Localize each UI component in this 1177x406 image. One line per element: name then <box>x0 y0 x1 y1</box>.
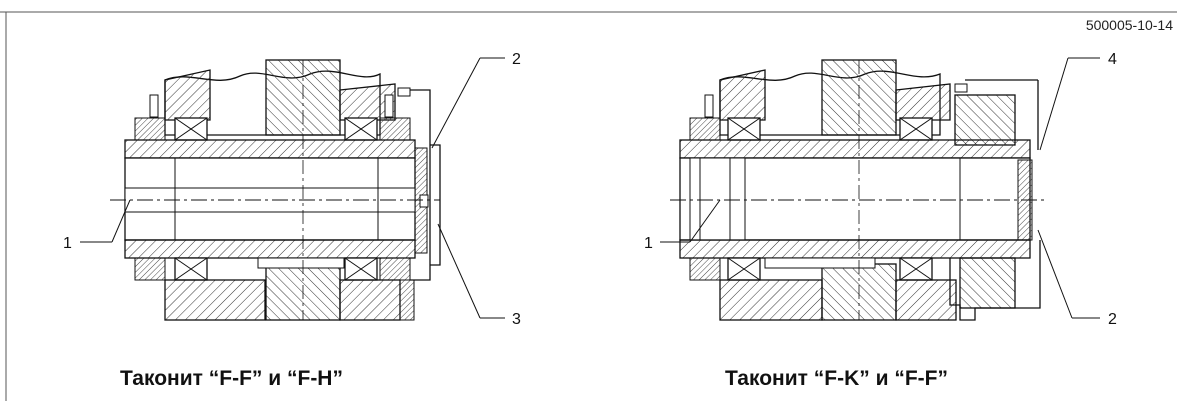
left-callout-2: 2 <box>512 51 521 68</box>
document-number: 500005-10-14 <box>1085 17 1173 33</box>
left-bearing-assembly <box>110 59 441 321</box>
right-callout-1: 1 <box>644 235 653 252</box>
left-callout-1: 1 <box>63 235 72 252</box>
right-callout-2: 2 <box>1108 311 1117 328</box>
right-callout-4: 4 <box>1108 51 1117 68</box>
right-bearing-assembly <box>670 59 1045 321</box>
right-leader-lines <box>660 57 1100 319</box>
left-leader-lines <box>80 57 505 319</box>
left-caption: Таконит “F-F” и “F-H” <box>120 367 343 390</box>
right-caption: Таконит “F-K” и “F-F” <box>725 367 948 390</box>
left-callout-3: 3 <box>512 311 521 328</box>
